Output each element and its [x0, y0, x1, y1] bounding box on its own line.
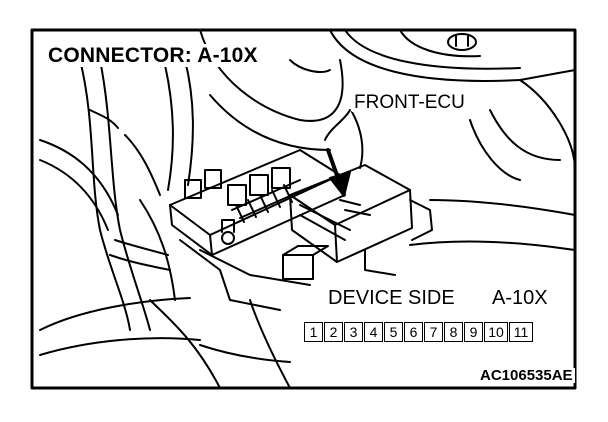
- connector-pin: 1: [304, 322, 323, 342]
- wiring-harness: [39, 59, 194, 331]
- front-ecu-callout: FRONT-ECU: [352, 92, 467, 113]
- front-ecu-leader: [324, 109, 364, 197]
- connector-pin: 10: [484, 322, 508, 342]
- connector-pin: 7: [424, 322, 443, 342]
- front-ecu-module: [282, 164, 433, 280]
- connector-pin: 9: [464, 322, 483, 342]
- figure-id: AC106535AE: [478, 367, 575, 384]
- connector-pin: 11: [509, 322, 533, 342]
- connector-id-label: A-10X: [490, 287, 550, 309]
- lower-structures: [39, 297, 291, 389]
- connector-pin: 5: [384, 322, 403, 342]
- device-side-label: DEVICE SIDE: [326, 287, 457, 309]
- connector-pin: 4: [364, 322, 383, 342]
- connector-pin: 6: [404, 322, 423, 342]
- connector-pin: 2: [324, 322, 343, 342]
- connector-title: CONNECTOR: A-10X: [45, 44, 261, 67]
- relay-box: [169, 149, 346, 311]
- engine-block: [199, 29, 344, 151]
- connector-pin: 8: [444, 322, 463, 342]
- connector-pin: 3: [344, 322, 363, 342]
- right-structures: [364, 109, 576, 276]
- upper-housing: [329, 29, 576, 171]
- figure-frame: [30, 28, 577, 390]
